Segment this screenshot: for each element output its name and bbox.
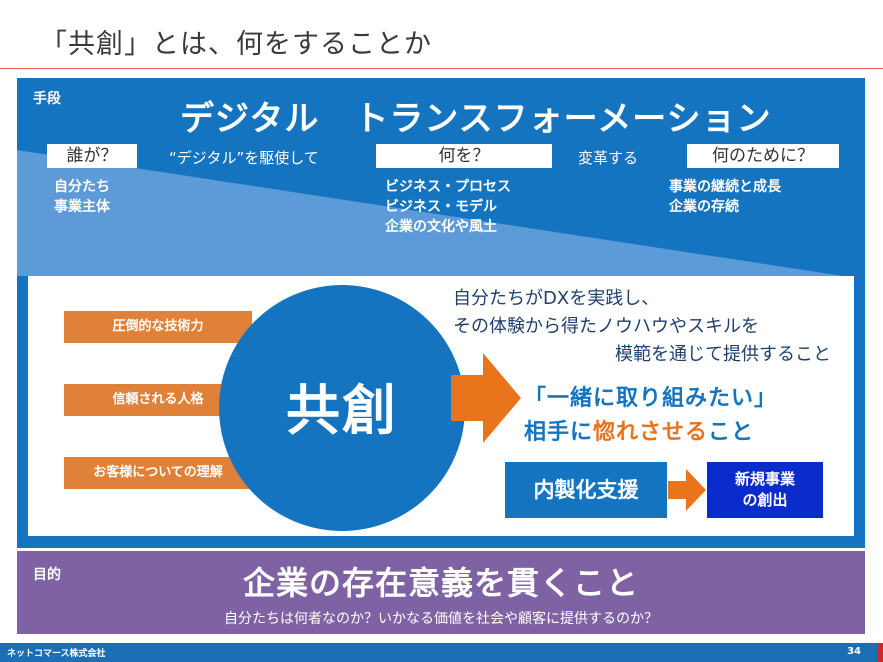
purpose-title: 企業の存在意義を貫くこと [242, 564, 639, 602]
what-label: 何を？ [376, 144, 552, 168]
who-list: 自分たち 事業主体 [54, 177, 110, 217]
list-item: ビジネス・プロセス [385, 179, 511, 195]
slogan-line-1: 「一緒に取り組みたい」 [524, 386, 778, 411]
using-digital-text: “デジタル”を駆使して [169, 149, 319, 167]
right-arrow-icon [451, 353, 521, 443]
cocreation-label: 共創 [286, 379, 398, 442]
list-item: ビジネス・モデル [385, 199, 497, 215]
page-number: 34 [847, 646, 861, 657]
purpose-tag: 目的 [33, 567, 61, 583]
slogan-text: 相手に [524, 420, 594, 445]
list-item: 企業の文化や風土 [385, 219, 497, 235]
why-label: 何のために？ [687, 144, 839, 168]
who-label: 誰が？ [47, 144, 137, 168]
new-business-line: の創出 [742, 491, 788, 509]
what-list: ビジネス・プロセス ビジネス・モデル 企業の文化や風土 [385, 177, 511, 237]
new-business-line: 新規事業 [734, 470, 795, 488]
list-item: 自分たち [54, 179, 110, 195]
cocreation-circle [219, 285, 465, 531]
title-divider [0, 68, 883, 69]
strength-technology: 圧倒的な技術力 [64, 311, 252, 343]
new-business-box: 新規事業 の創出 [707, 462, 823, 518]
purpose-panel: 目的 企業の存在意義を貫くこと 自分たちは何者なのか？いかなる価値を社会や顧客に… [17, 551, 865, 634]
company-name: ネットコマース株式会社 [7, 649, 106, 659]
transformation-wedge [17, 150, 843, 276]
strength-customer-understanding: お客様についての理解 [64, 457, 252, 489]
list-item: 事業の継続と成長 [669, 179, 781, 195]
small-arrow-icon [668, 469, 706, 511]
purpose-subtitle: 自分たちは何者なのか？いかなる価値を社会や顧客に提供するのか？ [224, 611, 658, 627]
transform-text: 変革する [578, 149, 639, 167]
slogan-line-2: 相手に惚れさせること [524, 414, 754, 446]
slide-title: 「共創」とは、何をすることか [40, 29, 432, 60]
list-item: 企業の存続 [669, 199, 739, 215]
means-tag: 手段 [33, 91, 61, 107]
list-item: 事業主体 [54, 199, 110, 215]
description-line-2: その体験から得たノウハウやスキルを [453, 316, 759, 337]
means-panel: 手段 デジタル トランスフォーメーション 誰が？ “デジタル”を駆使して 何を？… [17, 78, 865, 548]
description-line-1: 自分たちがDXを実践し、 [453, 288, 660, 309]
in-house-support-box: 内製化支援 [505, 462, 667, 518]
why-list: 事業の継続と成長 企業の存続 [669, 177, 781, 217]
footer-accent [877, 643, 883, 662]
slogan-highlight: 惚れさせる [593, 420, 709, 445]
dx-title: デジタル トランスフォーメーション [180, 99, 772, 139]
footer-bar: ネットコマース株式会社 34 [0, 643, 883, 662]
description-line-3: 模範を通じて提供すること [615, 344, 831, 365]
slogan-text: こと [708, 420, 755, 445]
